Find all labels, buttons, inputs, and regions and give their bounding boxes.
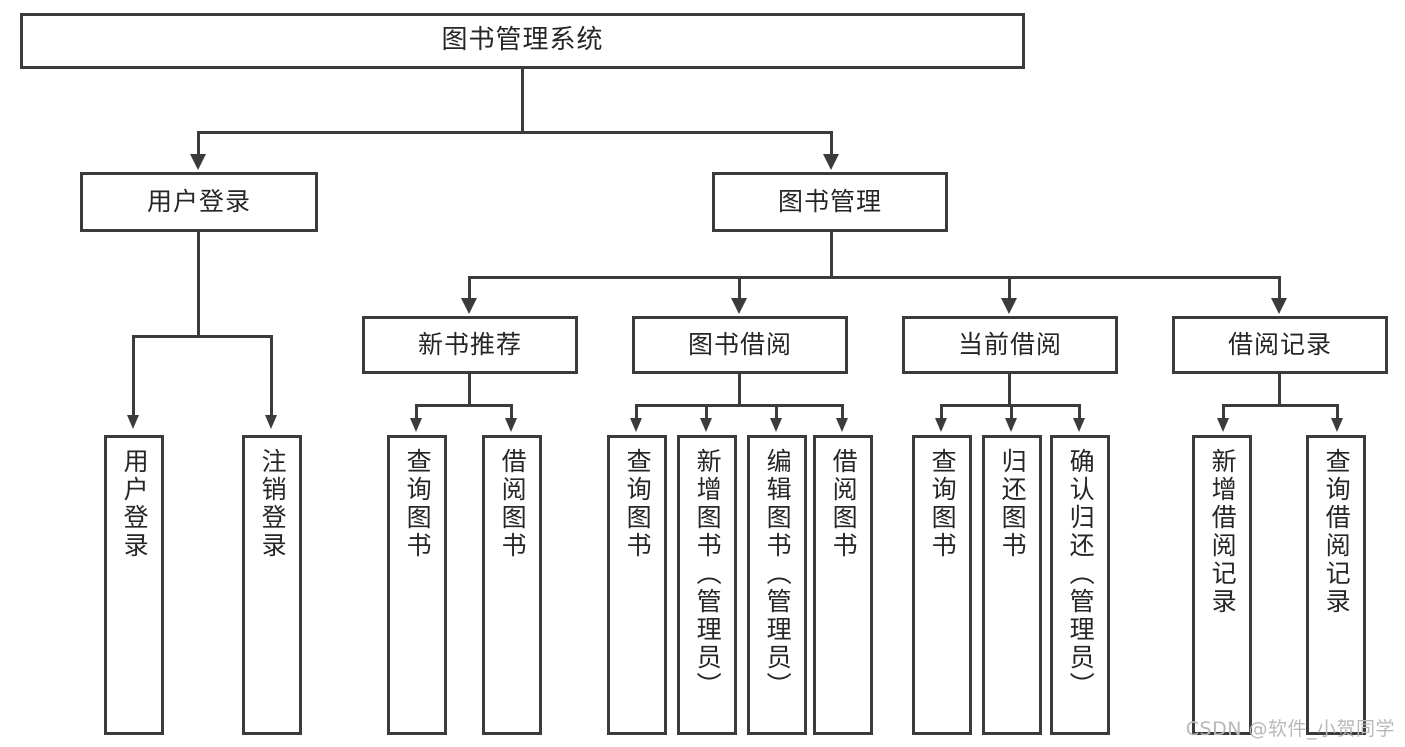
connector-recommend-drop-1 — [415, 404, 418, 420]
node-label: 借阅图书 — [498, 448, 528, 560]
node-current-borrow[interactable]: 当前借阅 — [902, 316, 1118, 374]
connector-user-login-drop-1 — [132, 335, 135, 417]
arrow-to-new-book-recommend — [461, 298, 477, 314]
connector-recommend-drop-2 — [510, 404, 513, 420]
leaf-logout[interactable]: 注销登录 — [242, 435, 302, 735]
leaf-return-book[interactable]: 归还图书 — [982, 435, 1042, 735]
node-label: 当前借阅 — [957, 329, 1062, 359]
arrow-to-leaf-confirm-return — [1073, 418, 1085, 432]
leaf-borrow-book-recommend[interactable]: 借阅图书 — [482, 435, 542, 735]
connector-current-drop-2 — [1010, 404, 1013, 420]
connector-borrow-stem — [738, 374, 741, 406]
connector-book-mgmt-stem — [830, 232, 833, 278]
connector-book-mgmt-drop-4 — [1278, 276, 1281, 300]
connector-user-login-drop-2 — [270, 335, 273, 417]
node-label: 查询图书 — [403, 448, 433, 560]
arrow-to-leaf-add-record — [1217, 418, 1229, 432]
arrow-to-leaf-query-book-1 — [410, 418, 422, 432]
arrow-to-leaf-add-book — [700, 418, 712, 432]
node-book-borrow[interactable]: 图书借阅 — [632, 316, 848, 374]
connector-book-mgmt-drop-1 — [468, 276, 471, 300]
connector-current-drop-1 — [940, 404, 943, 420]
leaf-query-borrow-record[interactable]: 查询借阅记录 — [1306, 435, 1366, 735]
connector-borrow-drop-4 — [841, 404, 844, 420]
leaf-query-book-current[interactable]: 查询图书 — [912, 435, 972, 735]
connector-book-mgmt-bus — [468, 276, 1280, 279]
connector-recommend-bus — [415, 404, 513, 407]
connector-record-drop-1 — [1222, 404, 1225, 420]
node-user-login[interactable]: 用户登录 — [80, 172, 318, 232]
node-label: 借阅记录 — [1227, 329, 1332, 359]
arrow-to-current-borrow — [1001, 298, 1017, 314]
connector-recommend-stem — [468, 374, 471, 406]
connector-user-login-bus — [132, 335, 272, 338]
leaf-add-book-admin[interactable]: 新增图书（管理员） — [677, 435, 737, 735]
node-label: 归还图书 — [998, 448, 1028, 560]
arrow-to-leaf-logout — [265, 415, 277, 429]
node-label: 图书借阅 — [687, 329, 792, 359]
node-new-book-recommend[interactable]: 新书推荐 — [362, 316, 578, 374]
leaf-query-book-recommend[interactable]: 查询图书 — [387, 435, 447, 735]
arrow-to-leaf-query-record — [1331, 418, 1343, 432]
node-label: 确认归还（管理员） — [1066, 448, 1096, 700]
leaf-borrow-book[interactable]: 借阅图书 — [813, 435, 873, 735]
node-label: 借阅图书 — [829, 448, 859, 560]
leaf-confirm-return-admin[interactable]: 确认归还（管理员） — [1050, 435, 1110, 735]
node-label: 用户登录 — [120, 448, 150, 560]
connector-root-to-book-mgmt — [830, 131, 833, 156]
node-label: 编辑图书（管理员） — [763, 448, 793, 700]
connector-record-drop-2 — [1336, 404, 1339, 420]
node-label: 查询借阅记录 — [1322, 448, 1352, 616]
arrow-to-leaf-edit-book — [770, 418, 782, 432]
node-label: 图书管理系统 — [441, 25, 604, 56]
node-label: 新书推荐 — [417, 329, 522, 359]
node-label: 新增借阅记录 — [1208, 448, 1238, 616]
node-book-management[interactable]: 图书管理 — [712, 172, 948, 232]
arrow-to-book-borrow — [731, 298, 747, 314]
arrow-to-borrow-record — [1271, 298, 1287, 314]
node-borrow-record[interactable]: 借阅记录 — [1172, 316, 1388, 374]
connector-borrow-drop-2 — [705, 404, 708, 420]
node-root-system[interactable]: 图书管理系统 — [20, 13, 1025, 69]
node-label: 查询图书 — [928, 448, 958, 560]
arrow-root-to-user-login — [190, 154, 206, 170]
connector-book-mgmt-drop-3 — [1008, 276, 1011, 300]
connector-borrow-bus — [635, 404, 843, 407]
connector-root-stem — [521, 69, 524, 131]
connector-borrow-drop-1 — [635, 404, 638, 420]
node-label: 查询图书 — [623, 448, 653, 560]
arrow-to-leaf-user-login — [127, 415, 139, 429]
node-label: 新增图书（管理员） — [693, 448, 723, 700]
connector-book-mgmt-drop-2 — [738, 276, 741, 300]
leaf-add-borrow-record[interactable]: 新增借阅记录 — [1192, 435, 1252, 735]
arrow-to-leaf-return-book — [1005, 418, 1017, 432]
arrow-to-leaf-query-book-3 — [935, 418, 947, 432]
csdn-watermark: CSDN @软件_小贺同学 — [1185, 718, 1395, 740]
node-label: 图书管理 — [777, 186, 882, 216]
connector-root-bus — [197, 131, 833, 134]
connector-record-bus — [1222, 404, 1339, 407]
arrow-to-leaf-borrow-book-2 — [836, 418, 848, 432]
arrow-to-leaf-borrow-book-1 — [505, 418, 517, 432]
connector-user-login-stem — [197, 232, 200, 337]
connector-current-stem — [1008, 374, 1011, 406]
connector-root-to-user-login — [197, 131, 200, 156]
connector-current-drop-3 — [1078, 404, 1081, 420]
leaf-query-book-borrow[interactable]: 查询图书 — [607, 435, 667, 735]
arrow-to-leaf-query-book-2 — [630, 418, 642, 432]
connector-borrow-drop-3 — [775, 404, 778, 420]
node-label: 注销登录 — [258, 448, 288, 560]
leaf-user-login[interactable]: 用户登录 — [104, 435, 164, 735]
arrow-root-to-book-mgmt — [823, 154, 839, 170]
leaf-edit-book-admin[interactable]: 编辑图书（管理员） — [747, 435, 807, 735]
connector-record-stem — [1278, 374, 1281, 406]
node-label: 用户登录 — [146, 186, 251, 216]
